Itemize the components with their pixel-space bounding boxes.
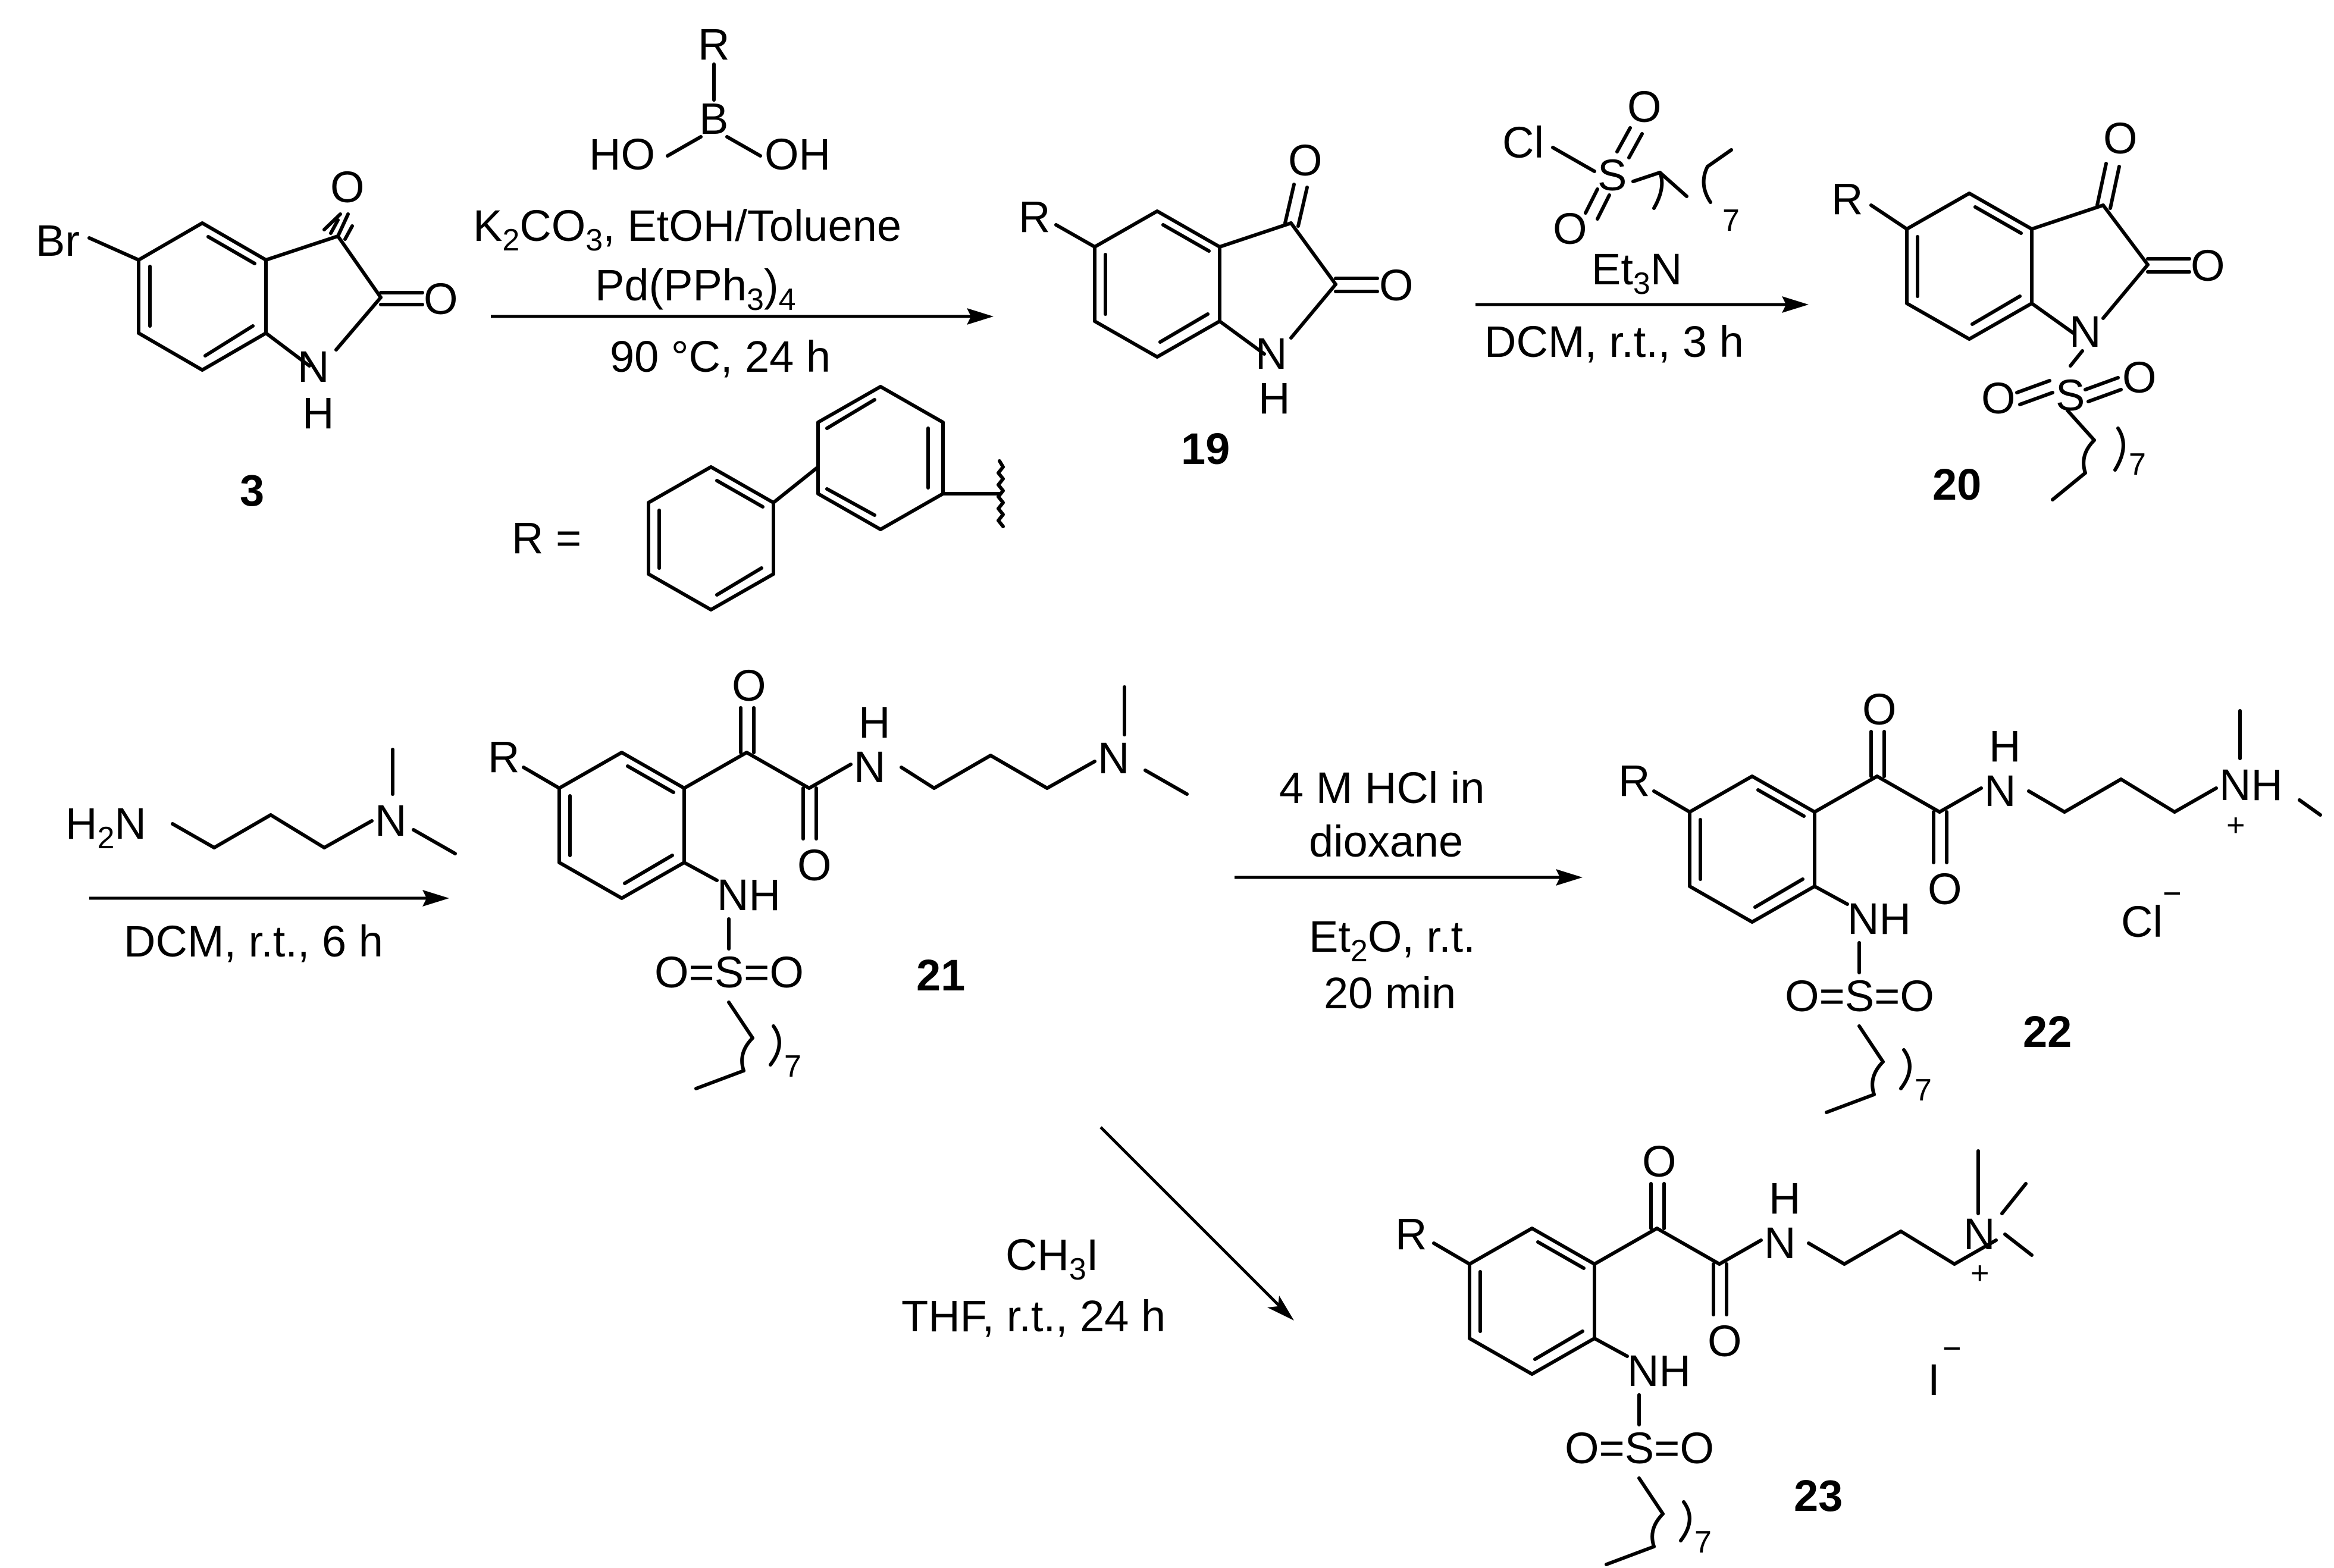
compound-21-repeat: 7 [784, 1049, 801, 1084]
compound-22-label: 22 [2023, 1007, 2072, 1056]
compound-22-h-atom: H [1989, 722, 2020, 771]
compound-19-h-atom: H [1258, 374, 1290, 423]
compound-21-h-atom: H [859, 698, 890, 747]
reaction-3-arrowhead [422, 890, 449, 907]
compound-22-n-atom: N [1984, 766, 2016, 816]
amine-reagent-h2n: H2N [65, 799, 146, 855]
compound-3-h-atom: H [302, 388, 334, 438]
compound-3-structure [87, 212, 424, 372]
compound-19-o-atom: O [1288, 136, 1323, 185]
compound-20-n-atom: N [2069, 307, 2101, 356]
compound-20-structure [1869, 162, 2191, 501]
amine-reagent-n: N [375, 796, 406, 845]
compound-19-o2-atom: O [1379, 261, 1414, 310]
reaction-5-arrow [1099, 1126, 1283, 1310]
compound-23-plus-charge: + [1970, 1255, 1990, 1291]
reaction-4-arrowhead [1556, 869, 1583, 886]
reaction-4-conditions-line4: 20 min [1324, 968, 1456, 1018]
compound-3-o-atom: O [330, 162, 365, 212]
sulfonyl-chloride-o2: O [1553, 204, 1587, 253]
reaction-2-conditions-line1: Et3N [1591, 244, 1682, 301]
compound-21-o-atom: O [732, 661, 766, 710]
reaction-2-arrowhead [1782, 296, 1809, 313]
reaction-1-conditions-line1: K2CO3, EtOH/Toluene [473, 201, 901, 258]
compound-21-o2-atom: O [797, 841, 832, 890]
compound-19-structure [1054, 183, 1379, 359]
reaction-2-conditions-line2: DCM, r.t., 3 h [1484, 317, 1744, 366]
compound-21-nh-atom: NH [717, 870, 781, 920]
compound-20-repeat: 7 [2129, 447, 2146, 482]
r-definition-label: R = [512, 513, 581, 563]
compound-3-n-atom: N [297, 342, 329, 391]
compound-3-label: 3 [240, 466, 264, 515]
compound-22-cl-counterion: Cl [2121, 897, 2163, 946]
compound-22-nh2-atom: NH [1847, 894, 1911, 943]
compound-23-n2-atom: N [1963, 1209, 1995, 1259]
compound-21-n2-atom: N [1098, 733, 1129, 783]
compound-22-nh-atom: NH [2219, 760, 2283, 810]
compound-21-r-atom: R [488, 732, 519, 782]
compound-20-o4-atom: O [1981, 374, 2016, 423]
compound-23-h-atom: H [1769, 1174, 1800, 1223]
compound-22-plus-charge: + [2226, 807, 2245, 843]
compound-19-r-atom: R [1019, 192, 1050, 242]
compound-23-sulfonyl: O=S=O [1565, 1423, 1714, 1473]
compound-22-repeat: 7 [1915, 1073, 1932, 1108]
boronic-acid-b: B [699, 94, 728, 143]
compound-22-sulfonyl: O=S=O [1785, 971, 1934, 1021]
compound-19-n-atom: N [1255, 329, 1287, 378]
compound-3-br-atom: Br [36, 216, 80, 265]
compound-20-o-atom: O [2103, 114, 2138, 163]
compound-23-structure [1432, 1149, 2034, 1566]
reaction-5-conditions-line2: THF, r.t., 24 h [901, 1291, 1166, 1341]
reaction-4-conditions-line3: Et2O, r.t. [1309, 912, 1475, 968]
compound-20-s-atom: S [2056, 371, 2085, 420]
compound-20-o2-atom: O [2191, 241, 2225, 290]
compound-23-repeat: 7 [1694, 1525, 1712, 1560]
amine-reagent-structure [171, 748, 457, 855]
compound-22-o-atom: O [1862, 685, 1897, 734]
compound-20-label: 20 [1932, 460, 1981, 509]
compound-23-n-atom: N [1764, 1218, 1796, 1268]
compound-19-label: 19 [1181, 424, 1230, 473]
compound-21-label: 21 [916, 951, 965, 1000]
compound-23-label: 23 [1794, 1471, 1843, 1520]
sulfonyl-chloride-repeat: 7 [1722, 203, 1740, 238]
reaction-3-conditions: DCM, r.t., 6 h [124, 917, 383, 966]
compound-23-r-atom: R [1395, 1209, 1427, 1259]
reaction-1-conditions-line3: 90 °C, 24 h [610, 332, 831, 381]
reaction-5-arrowhead [1267, 1296, 1294, 1321]
compound-23-o2-atom: O [1708, 1316, 1742, 1366]
compound-22-r-atom: R [1618, 756, 1650, 805]
compound-22-o2-atom: O [1928, 864, 1962, 914]
reaction-1-conditions-line2: Pd(PPh3)4 [595, 261, 796, 317]
compound-23-nh-atom: NH [1627, 1346, 1691, 1395]
boronic-acid-ho: HO [589, 130, 655, 179]
boronic-acid-structure [666, 62, 762, 158]
compound-22-structure [1652, 709, 2322, 1114]
sulfonyl-chloride-s: S [1597, 150, 1627, 200]
reaction-5-conditions-line1: CH3I [1005, 1230, 1098, 1287]
reaction-1-arrowhead [967, 308, 994, 325]
sulfonyl-chloride-o1: O [1627, 82, 1662, 131]
sulfonyl-chloride-structure [1551, 126, 1733, 221]
reaction-4-conditions-line2: dioxane [1309, 817, 1463, 866]
compound-21-structure [522, 685, 1189, 1090]
boronic-acid-r: R [698, 20, 729, 69]
compound-3-o2-atom: O [424, 274, 458, 324]
compound-21-n-atom: N [854, 742, 885, 792]
r-biphenyl-structure [647, 385, 1005, 611]
compound-22-minus-charge: − [2163, 876, 2182, 911]
sulfonyl-chloride-cl: Cl [1502, 118, 1544, 167]
reaction-4-conditions-line1: 4 M HCl in [1279, 763, 1484, 813]
compound-23-o-atom: O [1642, 1137, 1677, 1186]
compound-21-sulfonyl: O=S=O [654, 948, 804, 997]
compound-23-minus-charge: − [1943, 1331, 1962, 1366]
compound-20-o3-atom: O [2122, 353, 2157, 402]
compound-20-r-atom: R [1831, 174, 1863, 224]
compound-23-i-counterion: I [1928, 1355, 1940, 1404]
boronic-acid-oh: OH [765, 130, 831, 179]
